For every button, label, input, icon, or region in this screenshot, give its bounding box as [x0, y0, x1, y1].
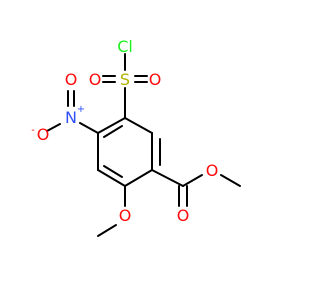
o-ch3-bond	[220, 174, 241, 187]
methyl-ester-group	[151, 169, 241, 207]
ring-bond	[103, 165, 123, 178]
atom-chlorine: Cl	[117, 37, 133, 56]
atom-oxygen-sulfonyl-right: O	[149, 70, 162, 89]
molecule-structure: Cl S O O N + O O - O O O	[31, 37, 241, 237]
molecule-structure-canvas: Cl S O O N + O O - O O O	[31, 37, 241, 237]
ring-bond	[97, 117, 126, 134]
ring-bond	[103, 125, 123, 138]
atom-oxygen-nitro-top: O	[65, 70, 78, 89]
atom-oxygen-ester-ether: O	[206, 161, 219, 180]
atom-oxygen-nitro-anion: O	[37, 125, 50, 144]
benzene-ring	[97, 117, 161, 187]
atom-nitrogen-nitro: N	[65, 108, 77, 127]
n-o-anion-bond	[46, 123, 61, 132]
c-n-bond	[79, 122, 99, 134]
c-o-bond	[182, 174, 203, 187]
ring-bond	[97, 169, 126, 187]
atom-oxygen-ester-carbonyl: O	[177, 206, 190, 225]
oxygen-negative-charge: -	[31, 125, 35, 136]
methoxy-group	[97, 185, 126, 237]
atom-oxygen-methoxy: O	[119, 206, 132, 225]
ring-bond	[124, 117, 153, 134]
atom-oxygen-sulfonyl-left: O	[89, 70, 102, 89]
atom-sulfur: S	[120, 70, 130, 89]
c-c-bond	[151, 169, 184, 187]
nitro-group	[46, 90, 99, 134]
ring-bond	[124, 169, 153, 187]
sulfonyl-chloride-group	[102, 53, 148, 119]
o-ch3-bond	[97, 224, 117, 237]
nitrogen-positive-charge: +	[77, 104, 85, 115]
